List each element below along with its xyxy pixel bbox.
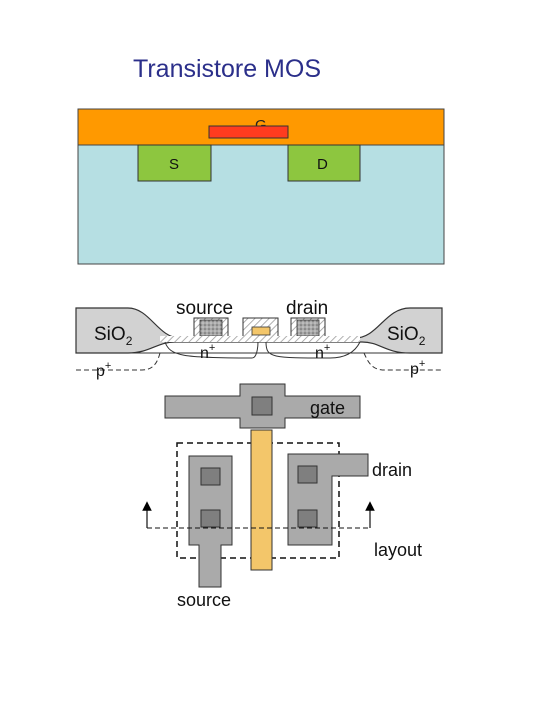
p-plus-left-label: p+: [96, 360, 111, 380]
oxide-right-label: SiO2: [387, 324, 426, 348]
source-contact-lower: [200, 509, 221, 528]
n-plus-left-region: [164, 341, 259, 359]
drain-region: [287, 144, 361, 182]
simple-mos-diagram: G S D: [77, 108, 445, 265]
n-plus-left-label: n+: [200, 342, 215, 362]
xs-drain-label: drain: [286, 298, 328, 319]
layout-gate-label: gate: [310, 398, 345, 418]
xs-source-label: source: [176, 298, 233, 319]
drain-contact-lower: [297, 509, 318, 528]
source-contact: [199, 319, 223, 337]
gate-contact: [251, 396, 273, 416]
layout-label: layout: [374, 540, 422, 560]
layout-drain-label: drain: [372, 460, 412, 480]
drain-label: D: [317, 156, 328, 173]
n-plus-right-region: [265, 341, 361, 359]
drain-contact: [296, 319, 320, 337]
cross-section: source drain SiO2 SiO2 n+ n+ p+ p+: [75, 298, 443, 380]
substrate: [77, 144, 445, 265]
layout-view: gate drain layout source: [142, 383, 422, 610]
n-plus-right-label: n+: [315, 342, 330, 362]
layout-source-label: source: [177, 590, 231, 610]
p-plus-right-region: [363, 352, 442, 371]
source-region: [137, 144, 212, 182]
drain-contact-upper: [297, 465, 318, 484]
p-plus-left-region: [76, 352, 161, 371]
oxide-left-label: SiO2: [94, 324, 133, 348]
gate-poly: [251, 326, 271, 336]
source-label: S: [169, 156, 179, 173]
gate-electrode: [208, 125, 289, 139]
thin-oxide: [160, 336, 360, 342]
page-title: Transistore MOS: [133, 55, 322, 83]
source-contact-upper: [200, 467, 221, 486]
p-plus-right-label: p+: [410, 358, 425, 378]
poly-gate-strip: [250, 429, 273, 571]
